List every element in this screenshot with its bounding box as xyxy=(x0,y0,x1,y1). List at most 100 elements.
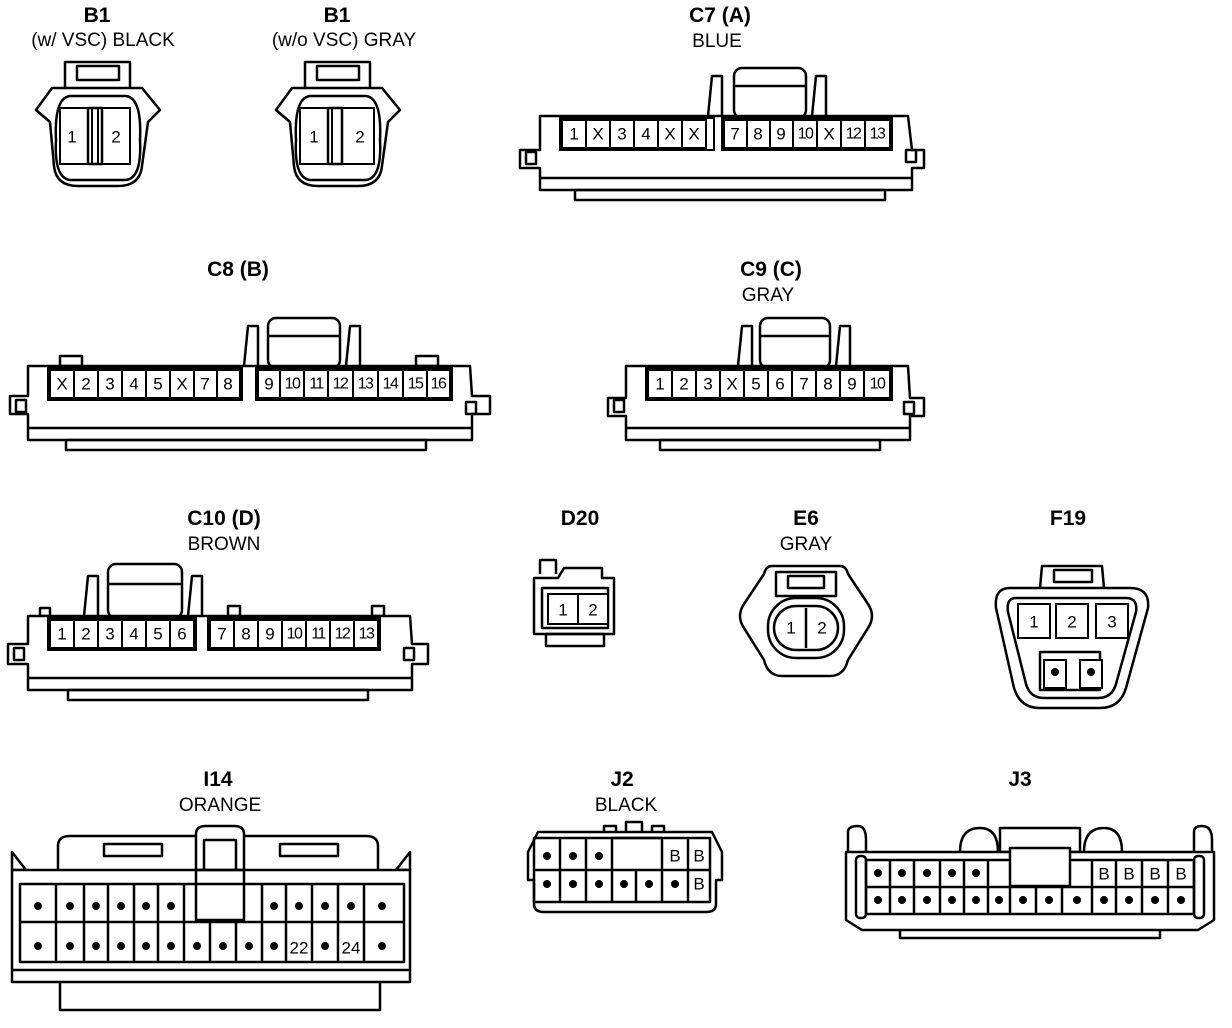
pin-label: 8 xyxy=(823,375,832,394)
pin-label: 10 xyxy=(798,126,814,143)
pin-label: 9 xyxy=(776,125,785,144)
pin-label: 1 xyxy=(1029,613,1038,632)
pin-label: 2 xyxy=(111,128,120,147)
pin-label: 16 xyxy=(431,376,447,393)
pin-label: X xyxy=(664,125,675,144)
pin-label: 1 xyxy=(67,128,76,147)
pin-label: 7 xyxy=(217,625,226,644)
connector-title: E6 xyxy=(793,507,819,530)
pin-label: X xyxy=(56,375,67,394)
pin-label: B xyxy=(1098,865,1109,884)
connector-title: C8 (B) xyxy=(207,258,269,281)
pin-label: 3 xyxy=(1107,613,1116,632)
connector-title: F19 xyxy=(1050,507,1086,530)
connector-j2: J2 BLACK B B B xyxy=(526,768,724,914)
connector-subtitle: BLACK xyxy=(595,795,658,816)
connector-b1-vsc: B1 (w/ VSC) BLACK 1 2 xyxy=(31,4,175,188)
pin-label: 22 xyxy=(290,939,309,958)
connector-c9: C9 (C) GRAY 1 2 3 X 5 6 7 8 9 10 xyxy=(606,258,926,452)
pin-label: 4 xyxy=(129,625,138,644)
pin-grid: 22 24 xyxy=(34,868,386,962)
pin-label: X xyxy=(688,125,699,144)
pin-label: 2 xyxy=(1067,613,1076,632)
pin-label: 11 xyxy=(309,376,324,393)
pin-label: X xyxy=(592,125,603,144)
pin-label: B xyxy=(1175,865,1186,884)
pin-label: 2 xyxy=(81,375,90,394)
pin-label: 2 xyxy=(81,625,90,644)
pin-label: 2 xyxy=(355,128,364,147)
pin-label: 1 xyxy=(786,619,795,638)
connector-b1-novsc: B1 (w/o VSC) GRAY 1 2 xyxy=(272,4,417,188)
pin-label: 13 xyxy=(870,126,886,143)
connector-title: D20 xyxy=(561,507,600,530)
pin-label: 10 xyxy=(870,376,886,393)
connector-e6: E6 GRAY 1 2 xyxy=(738,507,874,678)
pin-label: B xyxy=(1123,865,1134,884)
pin-label: 1 xyxy=(309,128,318,147)
pin-label: 1 xyxy=(569,125,578,144)
pin-label: 4 xyxy=(129,375,138,394)
pin-label: 3 xyxy=(703,375,712,394)
pin-label: 10 xyxy=(285,376,301,393)
pin-label: 4 xyxy=(641,125,650,144)
connector-c8: C8 (B) X 2 3 4 5 X 7 8 9 10 11 12 13 14 xyxy=(8,258,492,452)
pin-row: 1 2 3 X 5 6 7 8 9 10 xyxy=(647,369,891,399)
connector-subtitle: ORANGE xyxy=(179,795,261,816)
connector-subtitle: GRAY xyxy=(780,534,833,555)
pin-label: X xyxy=(726,375,737,394)
pin-label: 12 xyxy=(335,626,351,643)
pin-label: 11 xyxy=(311,626,326,643)
pin-label: 8 xyxy=(241,625,250,644)
pin-label: 2 xyxy=(588,601,597,620)
connector-title: J2 xyxy=(610,768,633,791)
connector-title: C10 (D) xyxy=(187,507,261,530)
pin-label: 7 xyxy=(730,125,739,144)
pin-label: 1 xyxy=(558,601,567,620)
pin-label: 13 xyxy=(359,626,375,643)
connector-c10: C10 (D) BROWN 1 2 3 4 5 6 7 8 9 10 11 12… xyxy=(6,507,430,702)
pin-label: B xyxy=(669,847,680,866)
pin-label: 9 xyxy=(847,375,856,394)
connector-title: C9 (C) xyxy=(740,258,802,281)
pin-label: 6 xyxy=(177,625,186,644)
connector-title: B1 xyxy=(324,4,351,27)
pin-label: 3 xyxy=(105,375,114,394)
connector-subtitle: (w/o VSC) GRAY xyxy=(272,30,417,51)
connector-subtitle: BROWN xyxy=(188,534,261,555)
pin-label: 5 xyxy=(751,375,760,394)
pin-label: X xyxy=(823,125,834,144)
connector-subtitle: GRAY xyxy=(742,285,795,306)
connector-c7: C7 (A) BLUE 1 X 3 4 X X 7 8 9 10 X 12 13 xyxy=(518,4,926,202)
connector-title: J3 xyxy=(1008,768,1031,791)
connector-title: I14 xyxy=(203,768,233,791)
pin-label: B xyxy=(1149,865,1160,884)
pin-label: 7 xyxy=(799,375,808,394)
pin-label: 13 xyxy=(358,376,374,393)
pin-label: 9 xyxy=(264,375,273,394)
pin-label: 1 xyxy=(57,625,66,644)
pin-label: 5 xyxy=(153,625,162,644)
pin-label: 9 xyxy=(265,625,274,644)
connector-f19: F19 1 2 3 xyxy=(994,507,1150,710)
pin-row: 1 2 3 4 5 6 7 8 9 10 11 12 13 xyxy=(49,619,379,649)
pin-label: B xyxy=(693,847,704,866)
connector-title: C7 (A) xyxy=(689,4,751,27)
connector-subtitle: BLUE xyxy=(692,31,742,52)
pin-label: 14 xyxy=(383,376,399,393)
connector-i14: I14 ORANGE xyxy=(10,768,412,1012)
connector-title: B1 xyxy=(84,4,111,27)
pin-label: 7 xyxy=(200,375,209,394)
pin-label: 8 xyxy=(223,375,232,394)
pin-label: 3 xyxy=(617,125,626,144)
pin-label: 2 xyxy=(679,375,688,394)
pin-label: B xyxy=(693,875,704,894)
pin-label: 1 xyxy=(655,375,664,394)
pin-label: 8 xyxy=(753,125,762,144)
pin-label: 15 xyxy=(408,376,424,393)
pin-label: 3 xyxy=(105,625,114,644)
pin-label: 24 xyxy=(342,939,361,958)
pin-label: 6 xyxy=(775,375,784,394)
connector-d20: D20 1 2 xyxy=(532,507,616,648)
